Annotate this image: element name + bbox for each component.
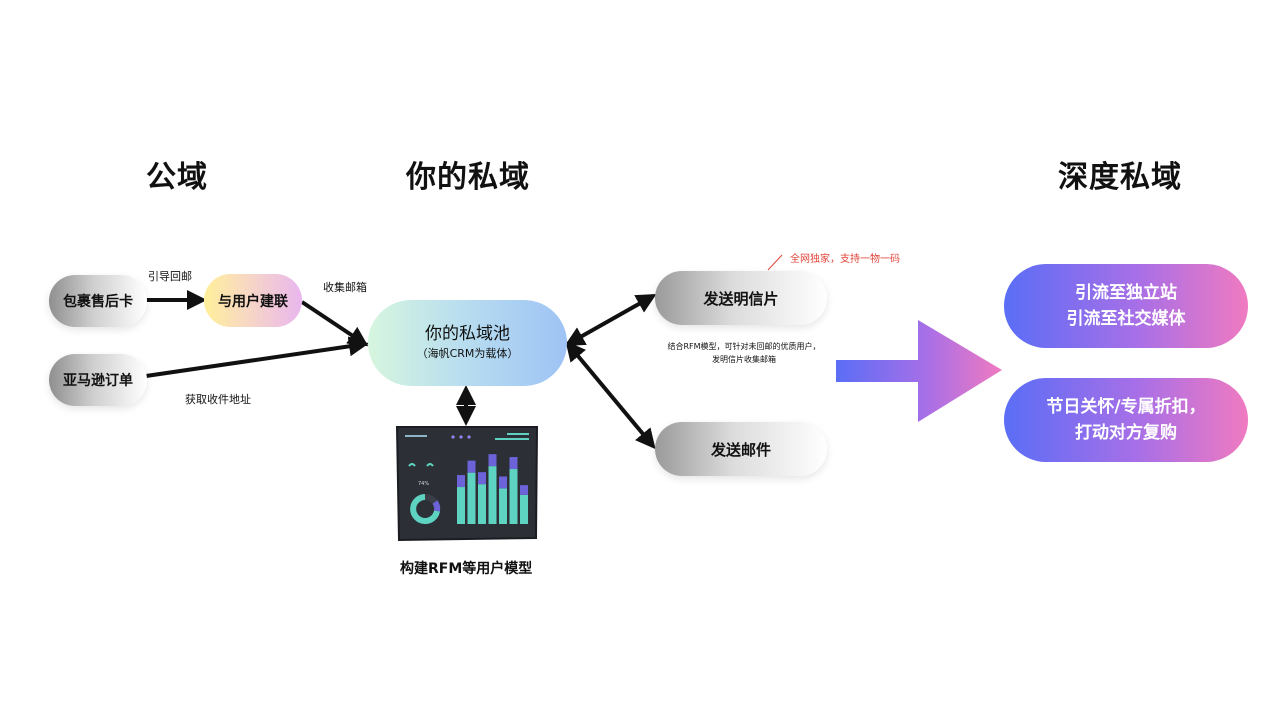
- connect-user-node: 与用户建联: [204, 274, 302, 327]
- package-card-label: 包裹售后卡: [63, 294, 133, 310]
- gauge-label: 74%: [418, 481, 429, 487]
- amazon-order-label: 亚马逊订单: [63, 373, 133, 389]
- dashboard-bar-cap: [478, 472, 486, 485]
- public-domain-title: 公域: [146, 160, 208, 195]
- dashboard-bar: [520, 494, 528, 524]
- dashboard-bar: [457, 487, 465, 524]
- drive-traffic-node: 引流至独立站 引流至社交媒体: [1004, 264, 1248, 348]
- rfm-model-caption: 构建RFM等用户模型: [400, 561, 533, 577]
- rfm-postcard-note-line2: 发明信片收集邮箱: [712, 355, 776, 364]
- amazon-order-node: 亚马逊订单: [49, 354, 147, 406]
- dashboard-bar: [478, 484, 486, 524]
- dashboard-bar-cap: [520, 485, 528, 495]
- rfm-postcard-note: 结合RFM模型，可针对未回邮的优质用户， 发明信片收集邮箱: [659, 340, 829, 366]
- private-domain-title: 你的私域: [406, 160, 530, 195]
- repurchase-line2: 打动对方复购: [1075, 423, 1177, 443]
- connect-user-label: 与用户建联: [218, 293, 288, 310]
- drive-traffic-line1: 引流至独立站: [1075, 283, 1177, 303]
- private-pool-node: 你的私域池 （海帆CRM为载体）: [368, 300, 567, 386]
- send-email-label: 发送邮件: [710, 440, 771, 459]
- dashboard-bar: [499, 488, 507, 524]
- dashboard-bar-cap: [467, 460, 476, 473]
- guide-mail-label: 引导回邮: [148, 270, 192, 283]
- bar-group: [457, 454, 528, 524]
- package-card-node: 包裹售后卡: [49, 275, 147, 327]
- get-address-label: 获取收件地址: [185, 393, 251, 406]
- dashboard-bar: [509, 469, 518, 524]
- exclusive-feature-note: 全网独家，支持一物一码: [790, 254, 900, 265]
- collect-email-label: 收集邮箱: [323, 281, 367, 294]
- rfm-dashboard-illustration: 74%: [395, 426, 539, 542]
- dashboard-bar: [488, 466, 497, 524]
- arrow-pool-postcard: [564, 294, 657, 346]
- rfm-postcard-note-line1: 结合RFM模型，可针对未回邮的优质用户，: [667, 342, 821, 351]
- send-postcard-label: 发送明信片: [703, 289, 779, 308]
- send-email-node: 发送邮件: [655, 422, 827, 476]
- dashboard-bar-cap: [499, 476, 507, 489]
- dashboard-bar-cap: [457, 475, 465, 488]
- repurchase-node: 节日关怀/专属折扣， 打动对方复购: [1004, 378, 1248, 462]
- arrow-order-to-pool: [145, 336, 369, 378]
- dashboard-bar: [467, 472, 476, 524]
- dashboard-bar-cap: [488, 454, 497, 467]
- arrow-pool-email: [565, 340, 656, 450]
- deep-private-domain-title: 深度私域: [1058, 160, 1182, 195]
- big-gradient-arrow: [836, 320, 1002, 422]
- arrow-connect-to-pool: [300, 300, 369, 347]
- private-pool-subtitle: （海帆CRM为载体）: [416, 347, 519, 360]
- dashboard-bar-cap: [509, 457, 518, 470]
- repurchase-line1: 节日关怀/专属折扣，: [1046, 397, 1206, 417]
- send-postcard-node: 发送明信片: [655, 271, 827, 325]
- red-note-pointer: [767, 254, 783, 271]
- private-pool-title: 你的私域池: [425, 324, 510, 344]
- drive-traffic-line2: 引流至社交媒体: [1066, 309, 1186, 329]
